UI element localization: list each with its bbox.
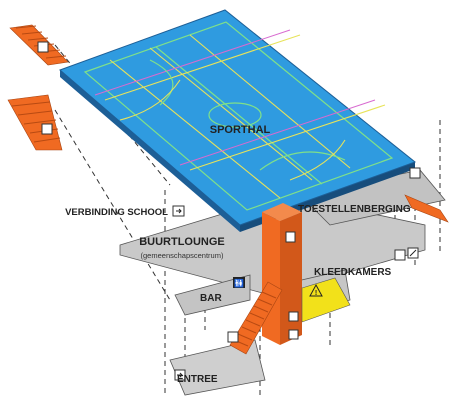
- label-sporthal: SPORTHAL: [210, 124, 271, 136]
- label-entree: ENTREE: [177, 374, 218, 385]
- floor-entree: [169, 339, 266, 396]
- warning-panel: !: [301, 277, 351, 323]
- court-side: [60, 70, 240, 232]
- core-elevator-door: [285, 231, 296, 243]
- door-icon: [172, 205, 185, 217]
- stair-ground: [227, 281, 283, 355]
- label-verbinding-school: VERBINDING SCHOOL: [65, 207, 168, 218]
- court-surface: [59, 9, 417, 226]
- core-front: [262, 212, 280, 345]
- warning-icon: [309, 283, 323, 297]
- core-wc: [288, 329, 299, 340]
- stair-right: [404, 167, 449, 223]
- svg-text:🚻: 🚻: [234, 278, 244, 288]
- side-door-icons: [394, 247, 419, 261]
- core-elevator-door-lower: [288, 311, 299, 322]
- label-buurtlounge: BUURTLOUNGE: [139, 236, 225, 248]
- entree-door-icon: [174, 369, 186, 381]
- toilet-icon: 🚻: [233, 277, 245, 288]
- label-toestellenberging: TOESTELLENBERGING: [298, 204, 411, 215]
- sports-court: [59, 9, 417, 232]
- svg-text:!: !: [315, 290, 317, 297]
- label-kleedkamers: KLEEDKAMERS: [314, 267, 392, 278]
- label-bar: BAR: [200, 293, 222, 304]
- floor-bar: [174, 274, 251, 316]
- vertical-core: [262, 203, 302, 345]
- stair-top-left: [7, 24, 69, 151]
- core-top: [262, 203, 302, 221]
- label-buurtlounge-sub: (gemeenschapscentrum): [141, 251, 224, 260]
